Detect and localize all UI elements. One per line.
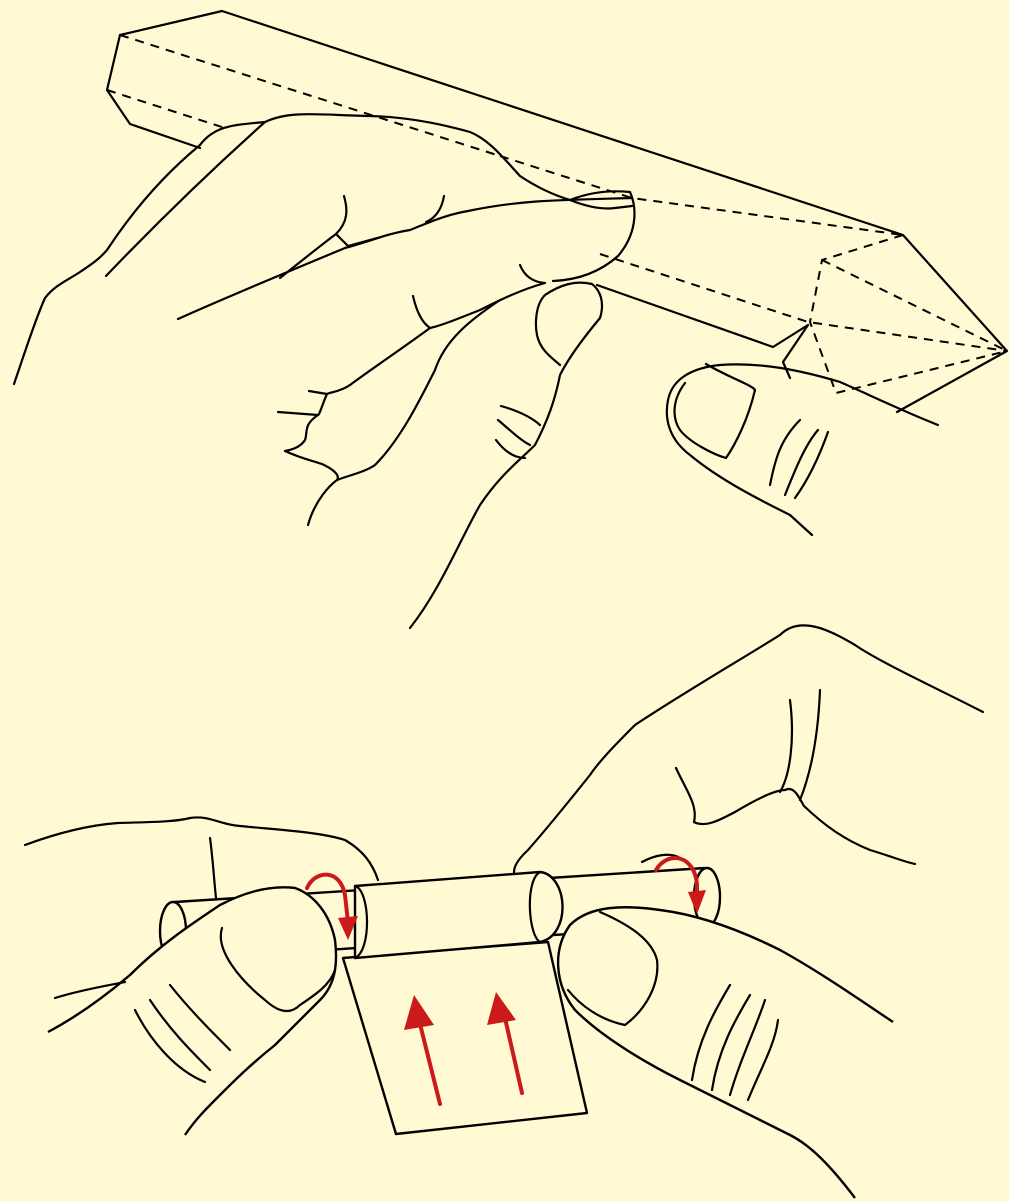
folding-panel	[14, 11, 1007, 628]
right-thumb-icon	[558, 907, 893, 1198]
rolling-panel	[25, 625, 983, 1198]
folded-paper-strip-icon	[107, 11, 1007, 412]
left-hand-back-icon	[25, 817, 378, 898]
right-thumb-icon	[667, 364, 938, 535]
left-hand-icon	[14, 114, 634, 628]
right-hand-icon	[514, 625, 983, 878]
paper-sheet-icon	[343, 942, 587, 1134]
left-hand-icon	[48, 887, 336, 1135]
